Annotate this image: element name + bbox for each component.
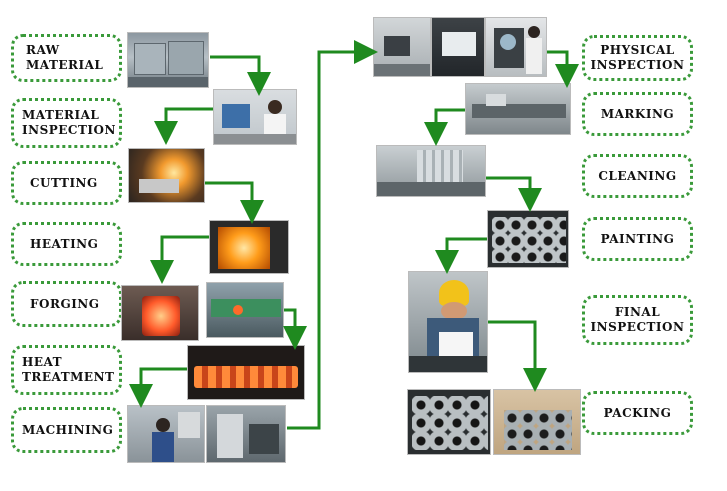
arrow-heat-treatment-to-machining [129, 367, 187, 408]
step-label: CLEANING [598, 168, 677, 183]
step-painting: PAINTING [582, 217, 693, 261]
step-machining: MACHINING [11, 407, 122, 453]
step-label: MACHINING [22, 422, 114, 437]
arrow-forging-to-heat-treatment [283, 308, 307, 350]
arrow-physical-to-marking [547, 50, 579, 88]
arrow-heating-to-forging [150, 235, 209, 284]
arrow-final-to-packing [488, 320, 547, 392]
cutting-photo [128, 148, 205, 203]
step-heating: HEATING [11, 222, 122, 266]
step-heat-treatment: HEAT TREATMENT [11, 345, 122, 395]
painting-photo [487, 210, 569, 268]
step-marking: MARKING [582, 92, 693, 136]
physical-inspection-photo-1 [373, 17, 431, 77]
heat-treatment-photo [187, 345, 305, 400]
packing-photo-2 [493, 389, 581, 455]
step-forging: FORGING [11, 281, 122, 327]
raw-material-photo [127, 32, 209, 88]
arrow-cutting-to-heating [205, 181, 264, 224]
step-label: MATERIAL INSPECTION [22, 108, 116, 137]
arrow-marking-to-cleaning [424, 108, 465, 146]
step-label: PHYSICAL INSPECTION [590, 43, 685, 72]
step-cleaning: CLEANING [582, 154, 693, 198]
step-label: HEATING [30, 236, 99, 251]
step-label: RAW MATERIAL [26, 43, 104, 72]
step-cutting: CUTTING [11, 161, 122, 205]
cleaning-photo [376, 145, 486, 197]
forging-photo-1 [121, 285, 199, 341]
physical-inspection-photo-3 [485, 17, 547, 77]
machining-photo-2 [206, 405, 286, 463]
step-label: FINAL INSPECTION [590, 305, 685, 334]
arrow-inspection-to-cutting [154, 107, 213, 145]
step-material-inspection: MATERIAL INSPECTION [11, 98, 122, 148]
step-label: PACKING [603, 405, 672, 420]
physical-inspection-photo-2 [431, 17, 485, 77]
step-label: CUTTING [30, 175, 98, 190]
machining-photo-1 [127, 405, 205, 463]
final-inspection-photo [408, 271, 488, 373]
forging-photo-2 [206, 282, 284, 338]
packing-photo-1 [407, 389, 491, 455]
arrow-painting-to-final [435, 237, 487, 274]
step-physical-inspection: PHYSICAL INSPECTION [582, 35, 693, 81]
step-raw-material: RAW MATERIAL [11, 34, 122, 82]
step-final-inspection: FINAL INSPECTION [582, 295, 693, 345]
step-label: PAINTING [600, 231, 675, 246]
arrow-raw-to-inspection [210, 55, 271, 96]
heating-photo [209, 220, 289, 274]
step-label: HEAT TREATMENT [22, 355, 115, 384]
arrow-cleaning-to-painting [486, 176, 542, 212]
arrow-machining-to-physical-inspection [287, 40, 378, 430]
step-label: FORGING [30, 296, 100, 311]
marking-photo [465, 83, 571, 135]
step-label: MARKING [600, 106, 675, 121]
step-packing: PACKING [582, 391, 693, 435]
